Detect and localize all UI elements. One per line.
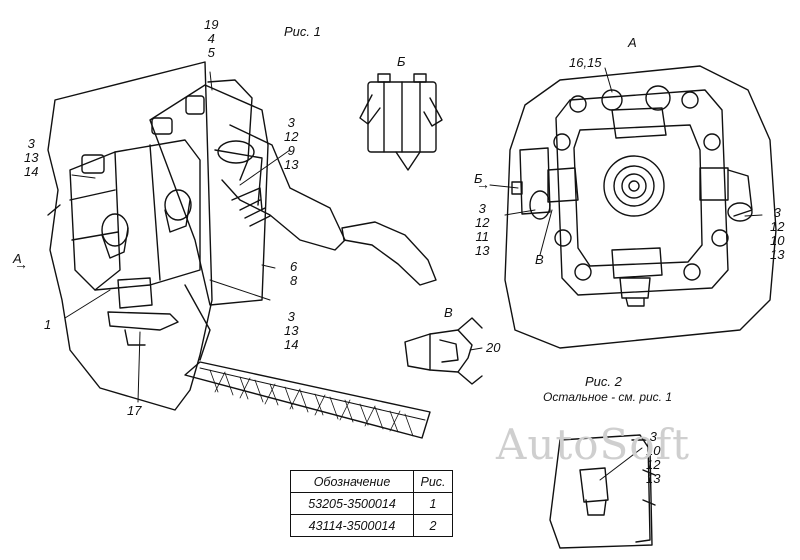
brake-valve-body xyxy=(69,95,205,291)
fig1-caption: Рис. 1 xyxy=(284,24,321,39)
view-label-v-right: В xyxy=(535,252,544,267)
fig2-cabin-outline xyxy=(504,65,777,349)
table-cell-designation: 43114-3500014 xyxy=(290,514,414,537)
table-cell-figure: 1 xyxy=(413,492,453,515)
fig2-note: Остальное - см. рис. 1 xyxy=(543,390,673,404)
callout-17: 17 xyxy=(127,403,142,418)
view-arrow-b-right: → xyxy=(476,176,490,192)
view-v-detail xyxy=(404,317,483,385)
table-row: 43114-3500014 2 xyxy=(290,514,453,537)
callout-1: 1 xyxy=(44,317,52,332)
fig2-lower-detail xyxy=(549,434,656,549)
pedal-pad xyxy=(341,221,437,286)
mounting-bracket xyxy=(149,79,269,361)
table-row: 53205-3500014 1 xyxy=(290,492,453,515)
designation-table: Обозначение Рис. 53205-3500014 1 43114-3… xyxy=(290,470,453,537)
plunger xyxy=(107,277,179,346)
view-arrow-a-left: → xyxy=(14,256,28,272)
view-label-a-left: А xyxy=(13,251,22,266)
view-label-b-right: Б xyxy=(474,171,483,186)
view-label-v-top: В xyxy=(444,305,453,320)
fig2-ports xyxy=(511,147,753,307)
watermark: AutoSoft xyxy=(496,420,691,469)
floor-panel xyxy=(184,361,431,439)
table-cell-designation: 53205-3500014 xyxy=(290,492,414,515)
callout-16-15: 16,15 xyxy=(569,55,602,70)
fig2-valve-body xyxy=(573,107,703,279)
table-cell-figure: 2 xyxy=(413,514,453,537)
fig2-caption: Рис. 2 xyxy=(585,374,622,389)
table-header-figure: Рис. xyxy=(413,470,453,493)
view-b-detail xyxy=(359,73,443,171)
leader-lines-fig2 xyxy=(489,67,763,256)
fig2-flange xyxy=(553,85,729,296)
leader-lines-fig1 xyxy=(64,71,291,403)
view-label-b-top: Б xyxy=(397,54,406,69)
fittings xyxy=(101,189,192,259)
table-header-row: Обозначение Рис. xyxy=(290,470,453,493)
view-label-a-right: А xyxy=(628,35,637,50)
cabin-wall xyxy=(47,61,213,411)
pedal-lever xyxy=(214,124,346,251)
callout-20: 20 xyxy=(486,340,501,355)
table-header-designation: Обозначение xyxy=(290,470,414,493)
